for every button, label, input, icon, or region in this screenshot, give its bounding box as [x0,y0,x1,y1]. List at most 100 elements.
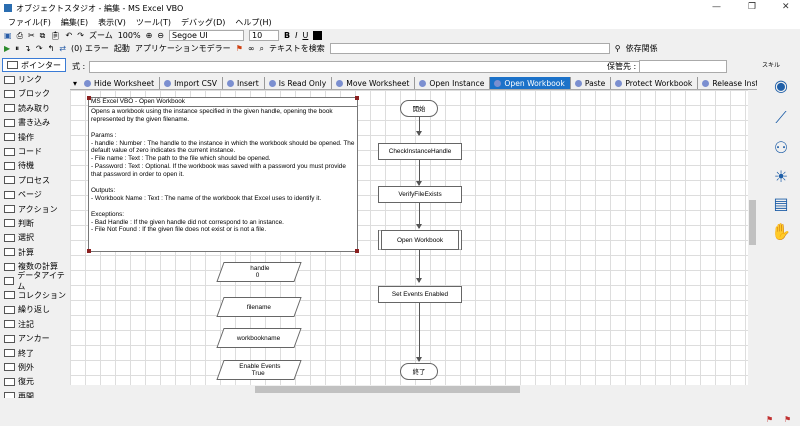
tab-page[interactable]: Protect Workbook [611,77,699,89]
palette-item[interactable]: 終了 [0,346,68,360]
start-stage[interactable]: 開始 [400,100,438,117]
menu-help[interactable]: ヘルプ(H) [235,18,272,27]
palette-item[interactable]: 選択 [0,231,68,245]
palette-item[interactable]: コード [0,144,68,158]
document-icon[interactable]: ▤ [773,194,789,213]
menu-edit[interactable]: 編集(E) [60,18,89,27]
maximize-button[interactable]: ❐ [748,2,757,12]
palette-item[interactable]: 書き込み [0,116,68,130]
tab-page[interactable]: Release Instance [698,77,757,89]
breakpoint-icon[interactable]: ⚑ [235,44,243,53]
palette-item[interactable]: 操作 [0,130,68,144]
menu-tools[interactable]: ツール(T) [135,18,171,27]
tab-dropdown[interactable]: ▾ [73,78,78,88]
pause-icon[interactable]: ⏸ [15,43,20,53]
tab-page[interactable]: Import CSV [160,77,223,89]
app-modeler-button[interactable]: アプリケーションモデラー [134,44,231,53]
palette-item[interactable]: データアイテム [0,271,68,291]
palette-item[interactable]: アンカー [0,331,68,345]
search-input[interactable] [329,43,610,54]
underline-button[interactable]: U [302,31,309,40]
cut-icon[interactable]: ✂ [27,31,35,40]
reset-icon[interactable]: ⇄ [59,44,66,53]
palette-item[interactable]: 待機 [0,159,68,173]
italic-button[interactable]: I [295,31,298,40]
tab-page[interactable]: Insert [223,77,265,89]
tab-page[interactable]: Open Instance [415,77,491,89]
menu-view[interactable]: 表示(V) [98,18,126,27]
palette-item-label: 再開 [18,391,34,401]
palette-item[interactable]: ブロック [0,87,68,101]
data-item[interactable]: workbookname [216,328,302,348]
undo-icon[interactable]: ↶ [65,31,73,40]
action-check-instance-handle[interactable]: CheckInstanceHandle [378,143,462,160]
step-out-icon[interactable]: ↰ [47,44,55,53]
palette-item[interactable]: 繰り返し [0,303,68,317]
copy-icon[interactable]: ⧉ [39,30,46,40]
analytics-icon[interactable]: ⟋ [775,108,787,127]
palette-item[interactable]: 読み取り [0,101,68,115]
tab-page[interactable]: Paste [571,77,612,89]
description-note[interactable]: MS Excel VBO - Open Workbook Opens a wor… [87,96,359,253]
data-item[interactable]: filename [216,297,302,317]
palette-item[interactable]: 例外 [0,360,68,374]
people-icon[interactable]: ⚇ [773,138,789,157]
store-input[interactable] [639,60,728,73]
palette-item[interactable]: コレクション [0,288,68,302]
zoom-out-icon[interactable]: ⊖ [157,31,164,40]
font-size-select[interactable]: 10 [249,30,279,41]
store-in: 保管先 : [607,60,728,73]
vertical-scrollbar[interactable] [748,90,757,385]
menu-file[interactable]: ファイル(F) [8,18,51,27]
action-verify-file-exists[interactable]: VerifyFileExists [378,186,462,203]
errors-button[interactable]: (0) エラー [70,44,109,53]
close-button[interactable]: ✕ [782,2,790,12]
print-icon[interactable]: ⎙ [16,30,23,40]
font-select[interactable]: Segoe UI [169,30,244,41]
menu-debug[interactable]: デバッグ(D) [181,18,226,27]
step-over-icon[interactable]: ↷ [35,44,43,53]
step-icon[interactable]: ↴ [24,44,31,53]
palette-item[interactable]: ポインター [2,58,66,73]
code-open-workbook[interactable]: Open Workbook [378,230,462,250]
lightbulb-icon[interactable]: ☀ [773,167,789,186]
zoom-select[interactable]: 100% [117,31,141,40]
brain-icon[interactable]: ✋ [771,222,791,241]
note-line: - Workbook Name : Text : The name of the… [91,194,322,202]
launch-button[interactable]: 起動 [113,44,130,53]
tab-page[interactable]: Is Read Only [265,77,333,89]
palette-item[interactable]: 計算 [0,245,68,259]
tab-page[interactable]: Move Worksheet [332,77,416,89]
action-set-events-enabled[interactable]: Set Events Enabled [378,286,462,303]
binoculars-icon[interactable]: ⚲ [614,44,621,53]
palette-item[interactable]: 複数の計算 [0,259,68,273]
tab-page[interactable]: Open Workbook [490,77,571,89]
palette-item[interactable]: 注記 [0,317,68,331]
redo-icon[interactable]: ↷ [77,31,84,40]
end-stage[interactable]: 終了 [400,363,438,380]
dependencies-button[interactable]: 依存関係 [625,44,658,53]
palette-item[interactable]: リンク [0,72,68,86]
run-icon[interactable]: ▶ [4,44,11,53]
tab-page[interactable]: Hide Worksheet [80,77,161,89]
save-icon[interactable]: ▣ [4,31,12,40]
palette-item[interactable]: アクション [0,202,68,216]
font-color-button[interactable] [313,31,323,40]
palette-item[interactable]: ページ [0,188,68,202]
paste-icon[interactable]: 📋︎ [50,31,61,40]
bold-button[interactable]: B [284,31,291,40]
palette-item[interactable]: 判断 [0,216,68,230]
link-icon[interactable]: ∞ [247,44,255,53]
palette-item[interactable]: プロセス [0,173,68,187]
data-item-name: Enable Events [239,363,281,370]
horizontal-scrollbar[interactable] [70,385,748,394]
formula-input[interactable] [89,60,672,73]
zoom-in-icon[interactable]: ⊕ [145,31,153,40]
palette-item[interactable]: 復元 [0,375,68,389]
process-canvas[interactable]: MS Excel VBO - Open Workbook Opens a wor… [70,90,748,385]
minimize-button[interactable]: — [712,2,721,12]
eye-icon[interactable]: ◉ [774,76,788,95]
inspect-icon[interactable]: ⌕ [259,43,265,53]
